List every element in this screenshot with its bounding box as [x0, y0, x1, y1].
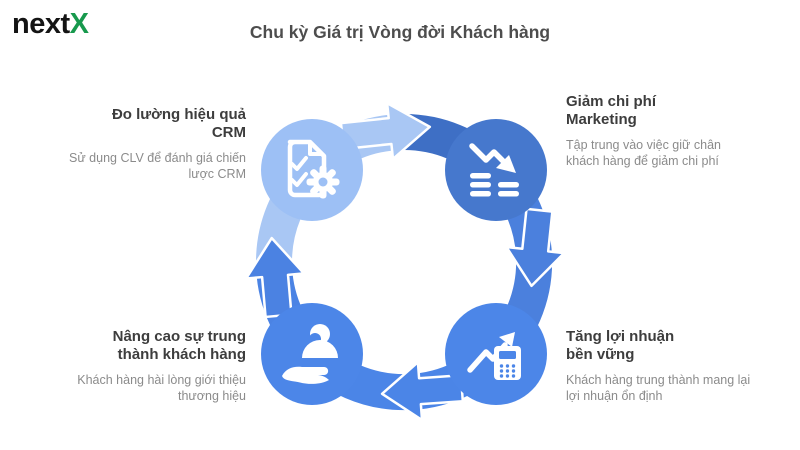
- profit-calculator-icon: [467, 332, 521, 380]
- cost-decline-icon: [469, 143, 519, 197]
- checklist-gear-icon: [287, 139, 340, 199]
- node-label-crm: Đo lường hiệu quả CRM Sử dụng CLV để đán…: [56, 106, 246, 183]
- brand-logo: nextX: [12, 8, 89, 40]
- node-label-loyalty: Nâng cao sự trung thành khách hàng Khách…: [51, 328, 246, 405]
- node-label-profit: Tăng lợi nhuận bền vững Khách hàng trung…: [566, 328, 766, 405]
- cycle-arrows: [244, 101, 566, 422]
- node-description: Tập trung vào việc giữ chân khách hàng đ…: [566, 137, 721, 169]
- brand-logo-text: next: [12, 8, 70, 40]
- arrow-down-icon: [505, 207, 566, 288]
- page-title: Chu kỳ Giá trị Vòng đời Khách hàng: [249, 22, 551, 42]
- node-description: Sử dụng CLV để đánh giá chiến lược CRM: [68, 150, 246, 182]
- node-heading: Đo lường hiệu quả CRM: [111, 106, 246, 142]
- brand-logo-accent: X: [69, 8, 89, 40]
- arrow-left-icon: [380, 360, 465, 422]
- customer-care-icon: [282, 324, 338, 384]
- node-label-marketing: Giảm chi phí Marketing Tập trung vào việ…: [566, 93, 756, 170]
- node-heading: Giảm chi phí Marketing: [566, 93, 657, 129]
- node-heading: Nâng cao sự trung thành khách hàng: [112, 328, 246, 364]
- node-circle-marketing: [445, 119, 547, 221]
- node-description: Khách hàng hài lòng giới thiệu thương hi…: [77, 372, 246, 404]
- node-description: Khách hàng trung thành mang lại lợi nhuậ…: [566, 372, 751, 404]
- node-heading: Tăng lợi nhuận bền vững: [566, 328, 675, 364]
